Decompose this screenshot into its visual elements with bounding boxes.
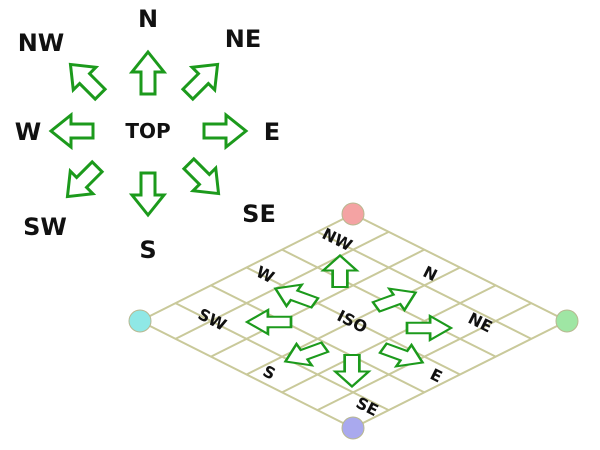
iso-arrow-ne-icon: [405, 314, 453, 342]
top-label-s: S: [139, 236, 156, 264]
top-arrow-sw-icon: [54, 154, 110, 210]
top-arrow-s-icon: [130, 171, 166, 217]
top-label-w: W: [15, 118, 41, 146]
iso-label-s: S: [260, 361, 279, 383]
top-arrow-nw-icon: [57, 51, 113, 107]
top-label-se: SE: [242, 200, 276, 228]
iso-corner-marker-bottom: [341, 416, 365, 440]
iso-corner-marker-right: [555, 309, 579, 333]
top-view-compass: TOP N NE E SE S SW W NW: [15, 5, 280, 264]
iso-corner-marker-left: [128, 309, 152, 333]
top-arrow-se-icon: [176, 151, 232, 207]
iso-arrow-nw-icon: [321, 254, 359, 289]
top-arrow-w-icon: [49, 113, 95, 149]
top-view-center-label: TOP: [125, 119, 170, 143]
iso-label-w: W: [253, 262, 278, 287]
top-label-e: E: [264, 118, 280, 146]
top-arrow-ne-icon: [175, 51, 231, 107]
iso-label-n: N: [420, 262, 440, 285]
iso-view-grid: ISO NW N NE E SE S SW W: [128, 202, 579, 440]
iso-view-center-label: ISO: [334, 306, 370, 337]
iso-grid-line: [175, 302, 390, 412]
iso-grid-line: [352, 320, 568, 429]
iso-label-ne: NE: [465, 309, 495, 337]
top-arrow-n-icon: [130, 50, 166, 96]
iso-corner-marker-top: [341, 202, 365, 226]
top-arrow-e-icon: [202, 113, 248, 149]
top-label-nw: NW: [18, 29, 65, 57]
iso-arrow-se-icon: [333, 353, 371, 388]
iso-grid-line: [139, 320, 354, 429]
iso-arrow-n-icon: [367, 280, 425, 319]
top-label-sw: SW: [23, 213, 67, 241]
top-label-ne: NE: [225, 25, 261, 53]
iso-label-sw: SW: [195, 305, 230, 335]
iso-arrow-sw-icon: [245, 308, 293, 336]
top-label-n: N: [138, 5, 158, 33]
